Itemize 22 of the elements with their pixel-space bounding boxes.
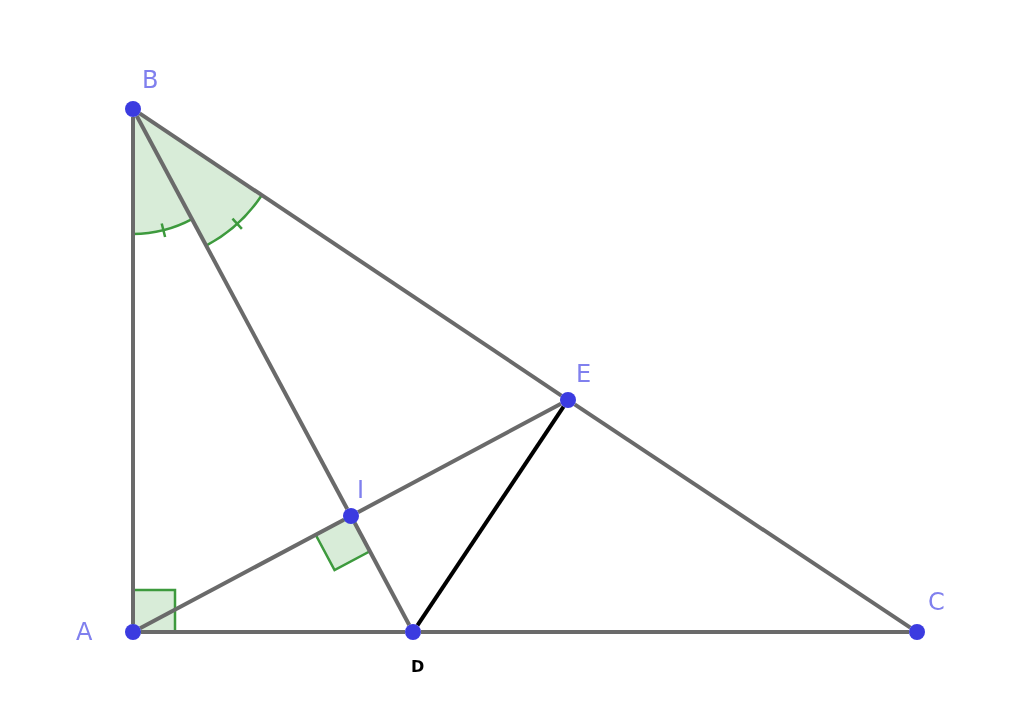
point-label: C [928,590,945,614]
line-segment [138,111,563,398]
point-label: I [357,478,365,502]
point-dot [125,624,141,640]
line-segment [353,522,411,626]
line-segment [415,405,566,627]
line-segment [139,518,345,630]
line-segment [573,402,912,630]
line-segment [421,630,909,634]
line-segment [141,630,405,634]
point-dot [343,508,359,524]
line-segment [131,117,135,624]
point-dot [909,624,925,640]
point-label: A [76,620,93,644]
point-label: B [142,68,159,92]
point-label: E [576,362,592,386]
point-dot [125,101,141,117]
line-segment [135,115,349,510]
point-dot [405,624,421,640]
point-label: D [411,659,425,675]
point-dot [560,392,576,408]
line-segment [357,402,562,514]
